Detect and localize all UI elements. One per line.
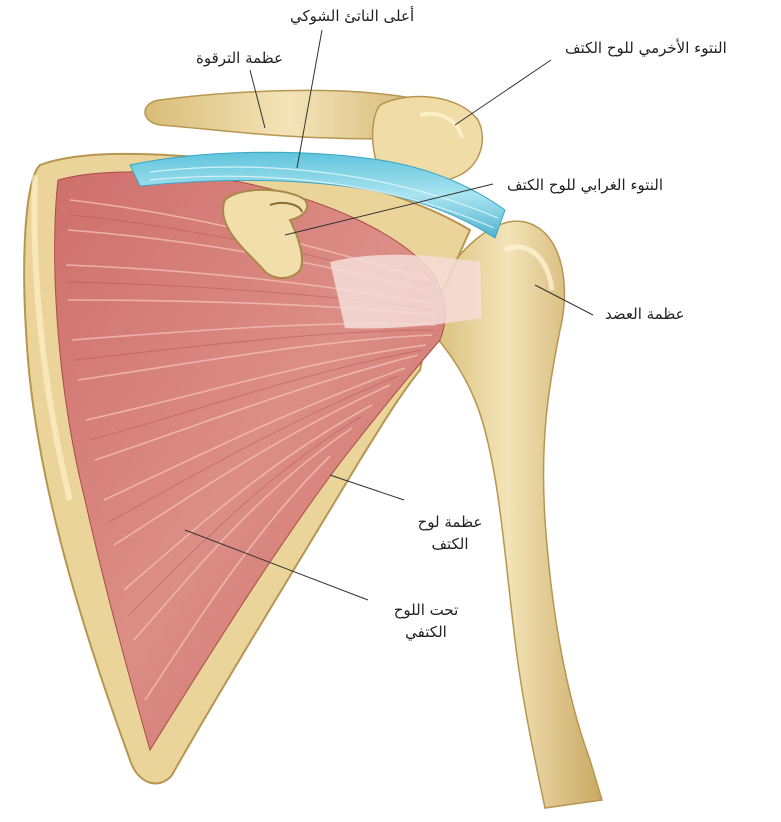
label-scapula-line1: عظمة لوح	[410, 512, 490, 534]
label-coracoid: النتوء الغرابي للوح الكتف	[507, 175, 663, 197]
label-humerus: عظمة العضد	[605, 304, 685, 326]
label-clavicle: عظمة الترقوة	[196, 48, 283, 70]
label-scapula: عظمة لوح الكتف	[410, 512, 490, 556]
label-acromion: النتوء الأخرمي للوح الكتف	[565, 38, 727, 60]
label-supraspinatus: أعلى الناتئ الشوكي	[290, 6, 414, 28]
label-subscapularis-line1: تحت اللوح	[376, 600, 476, 622]
label-scapula-line2: الكتف	[410, 534, 490, 556]
label-subscapularis-line2: الكتفي	[376, 622, 476, 644]
leader-line-acromion	[455, 60, 551, 125]
label-subscapularis: تحت اللوح الكتفي	[376, 600, 476, 644]
subscapularis-tendon	[330, 255, 482, 329]
